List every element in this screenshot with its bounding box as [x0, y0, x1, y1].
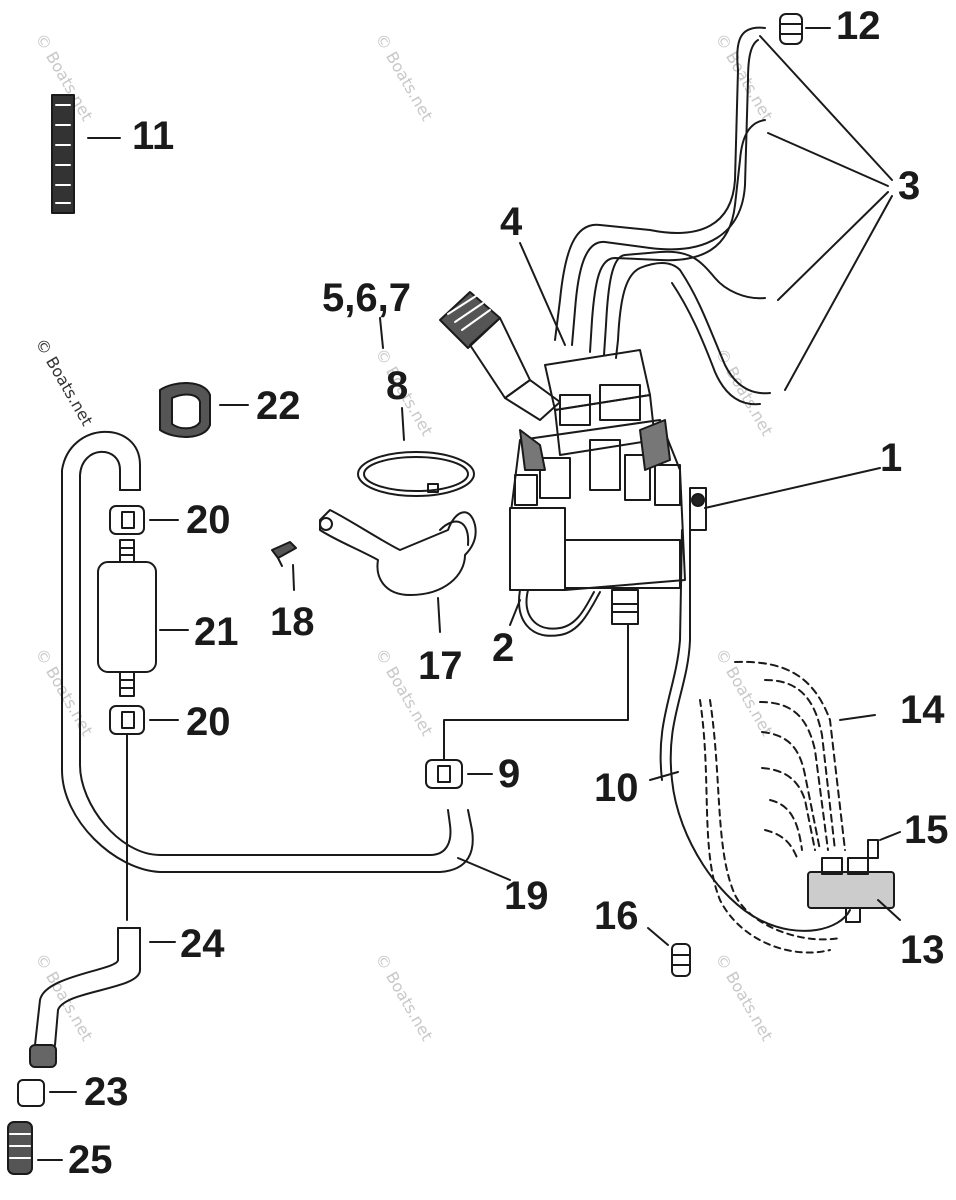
fuel-module-1 — [509, 349, 707, 625]
fitting-20-bottom — [109, 705, 145, 735]
callout-11: 11 — [132, 114, 175, 158]
oring-8 — [357, 451, 475, 497]
screw-18 — [271, 541, 297, 567]
callout-23: 23 — [84, 1070, 129, 1114]
clamp-12 — [779, 13, 803, 45]
callout-4: 4 — [500, 200, 523, 244]
fuel-lines-3 — [554, 26, 893, 406]
connector-5-6-7 — [439, 291, 561, 421]
fitting-20-top — [109, 505, 145, 535]
callout-20-bottom: 20 — [186, 700, 231, 744]
hose-24 — [34, 927, 141, 1046]
callout-20-top: 20 — [186, 498, 231, 542]
callout-3: 3 — [898, 164, 921, 208]
harness-2 — [518, 589, 601, 637]
connector-13 — [807, 839, 895, 923]
callout-12: 12 — [836, 4, 881, 48]
filter-21 — [97, 539, 157, 697]
label-decal — [51, 94, 75, 214]
hose-10 — [659, 529, 851, 954]
callout-18: 18 — [270, 600, 315, 644]
callout-15: 15 — [904, 808, 949, 852]
callout-1: 1 — [880, 436, 903, 480]
callout-13: 13 — [900, 928, 945, 972]
callout-25: 25 — [68, 1138, 113, 1182]
fitting-25 — [7, 1121, 33, 1175]
harness-14 — [734, 660, 846, 861]
callout-8: 8 — [386, 364, 409, 408]
callout-19: 19 — [504, 874, 549, 918]
callout-22: 22 — [256, 384, 301, 428]
fitting-23 — [17, 1044, 57, 1107]
float-17 — [319, 509, 477, 596]
callout-10: 10 — [594, 766, 639, 810]
hose-loop — [61, 430, 474, 873]
callout-24: 24 — [180, 922, 225, 966]
callout-16: 16 — [594, 894, 639, 938]
callout-2: 2 — [492, 626, 515, 670]
callout-5-6-7: 5,6,7 — [322, 276, 411, 320]
callout-14: 14 — [900, 688, 945, 732]
callout-17: 17 — [418, 644, 463, 688]
fitting-9 — [425, 759, 463, 789]
callout-9: 9 — [498, 752, 521, 796]
clamp-22 — [159, 382, 211, 438]
clip-16 — [671, 943, 691, 977]
callout-21: 21 — [194, 610, 239, 654]
